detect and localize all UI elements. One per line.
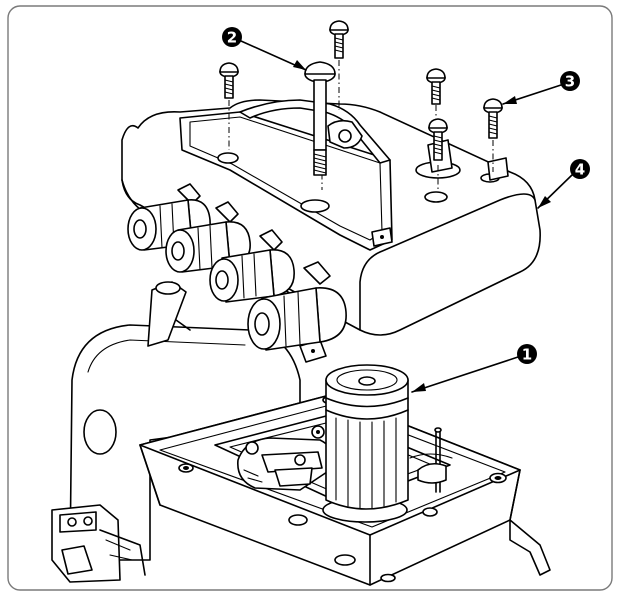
callout-label-3: 3 [565, 73, 575, 91]
callout-part-3: 3 [560, 71, 580, 91]
long-screw [304, 61, 336, 190]
callout-part-4: 4 [570, 159, 590, 179]
callout-label-1: 1 [522, 346, 532, 364]
callout-part-1: 1 [517, 344, 537, 364]
small-screw-a [219, 62, 239, 150]
callout-label-2: 2 [227, 29, 237, 47]
small-screw-b [329, 20, 349, 110]
tension-knobs [127, 183, 347, 351]
leader-lines [240, 40, 574, 393]
small-screw-c [426, 68, 446, 130]
bobbin-cylinder [322, 364, 409, 523]
small-screw-e [483, 98, 503, 172]
callout-part-2: 2 [222, 27, 242, 47]
callout-label-4: 4 [575, 161, 585, 179]
small-screw-d [428, 118, 448, 190]
